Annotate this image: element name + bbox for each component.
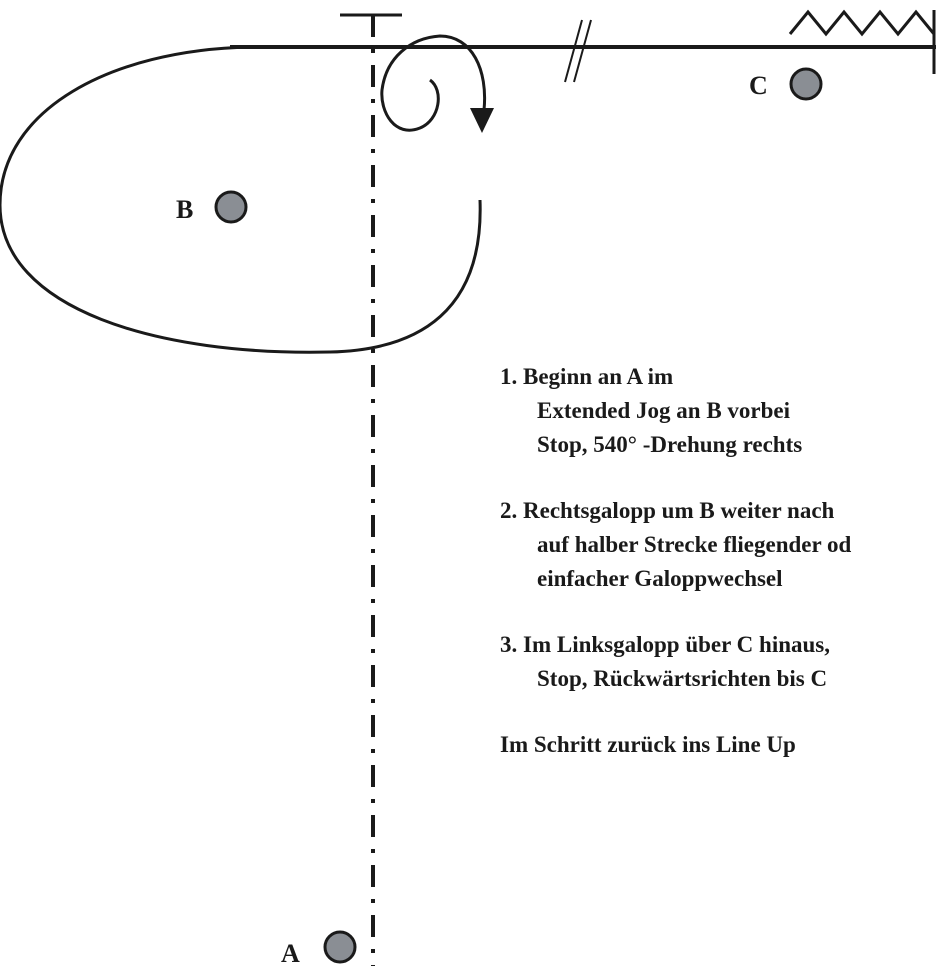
instructions-block: 1. Beginn an A im Extended Jog an B vorb… (500, 360, 939, 762)
marker-c-dot (789, 67, 823, 101)
step-1-line-3: Stop, 540° -Drehung rechts (537, 432, 803, 457)
marker-a-label: A (281, 939, 300, 966)
zigzag-rail-mark (788, 9, 936, 37)
canter-circle-path (0, 45, 482, 354)
marker-b-dot (214, 190, 248, 224)
line-break-mark-1 (564, 19, 583, 83)
step-2-line-2: auf halber Strecke fliegender od (537, 532, 852, 557)
spin-arrow-head (470, 108, 494, 133)
marker-c-label: C (749, 71, 768, 100)
step-3-line-2: Stop, Rückwärtsrichten bis C (537, 666, 828, 691)
step-1-line-1: 1. Beginn an A im (500, 364, 674, 389)
step-2: 2. Rechtsgalopp um B weiter nach auf hal… (500, 494, 939, 596)
step-2-line-1: 2. Rechtsgalopp um B weiter nach (500, 498, 835, 523)
step-3-line-1: 3. Im Linksgalopp über C hinaus, (500, 632, 831, 657)
closing-instruction: Im Schritt zurück ins Line Up (500, 732, 796, 757)
line-break-mark-2 (573, 19, 592, 83)
step-1: 1. Beginn an A im Extended Jog an B vorb… (500, 360, 939, 462)
step-1-line-2: Extended Jog an B vorbei (537, 398, 791, 423)
marker-a-dot (323, 930, 357, 964)
step-3: 3. Im Linksgalopp über C hinaus, Stop, R… (500, 628, 939, 696)
step-2-line-3: einfacher Galoppwechsel (537, 566, 783, 591)
spin-spiral-path (380, 34, 487, 132)
marker-b-label: B (176, 195, 193, 224)
